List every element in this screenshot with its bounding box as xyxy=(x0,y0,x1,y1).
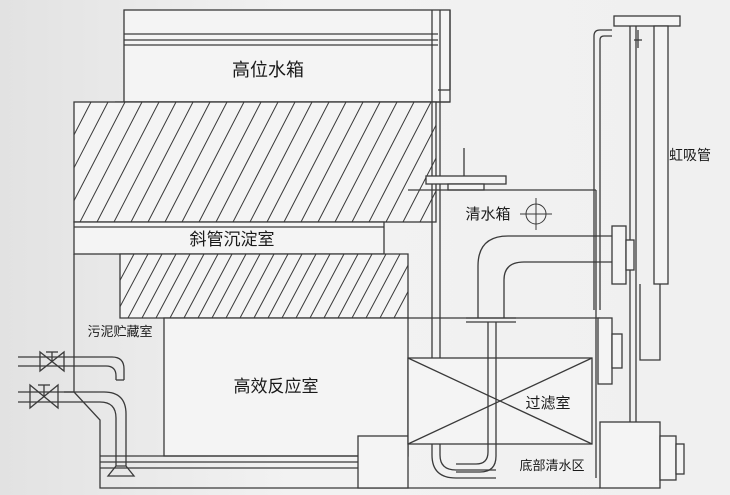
inclined-tube-line xyxy=(96,101,160,223)
inclined-tube-line xyxy=(351,101,415,223)
label-filter: 过滤室 xyxy=(525,394,570,412)
inclined-tube-line xyxy=(419,190,437,223)
siphon-pipe xyxy=(593,15,681,470)
inclined-tube-line xyxy=(197,253,233,319)
inclined-tube-line xyxy=(155,253,191,319)
inclined-tube-line xyxy=(211,253,247,319)
inclined-tube-line xyxy=(127,253,163,319)
inclined-tube-line xyxy=(239,253,275,319)
label-inclined-tube: 斜管沉淀室 xyxy=(190,230,275,250)
inclined-tube-line xyxy=(281,253,317,319)
inclined-tube-line xyxy=(130,101,194,223)
inclined-tube-line xyxy=(73,101,92,136)
clear-water-tank xyxy=(408,148,597,478)
inclined-tube-line xyxy=(249,101,313,223)
sludge-pipes xyxy=(18,356,136,477)
inclined-tube-line xyxy=(164,101,228,223)
label-clear-tank: 清水箱 xyxy=(465,205,510,223)
inclined-tube-line xyxy=(113,101,177,223)
high-level-tank xyxy=(115,9,451,103)
filter-chamber xyxy=(407,317,600,445)
lower-inclined-tubes xyxy=(119,253,409,319)
flange-middle xyxy=(597,317,623,385)
inclined-tube-line xyxy=(79,101,143,223)
label-reaction: 高效反应室 xyxy=(234,377,319,397)
label-high-tank: 高位水箱 xyxy=(232,60,304,81)
label-bottom-water: 底部清水区 xyxy=(519,458,584,474)
inclined-tube-line xyxy=(334,101,398,223)
inclined-tube-line xyxy=(266,101,330,223)
inclined-tube-line xyxy=(267,253,303,319)
inclined-tube-line xyxy=(73,101,109,169)
elbow-pipe xyxy=(466,235,612,323)
inclined-tube-line xyxy=(385,124,437,223)
inclined-tube-line xyxy=(119,253,135,281)
bottom-outlet xyxy=(599,421,685,489)
inclined-tube-line xyxy=(283,101,347,223)
upper-inclined-tubes xyxy=(73,101,437,223)
reaction-chamber xyxy=(100,317,409,489)
inclined-tube-line xyxy=(379,265,409,319)
inclined-tube-line xyxy=(198,101,262,223)
inclined-tube-line xyxy=(337,253,373,319)
inclined-tube-line xyxy=(181,101,245,223)
inclined-tube-line xyxy=(215,101,279,223)
inclined-tube-line xyxy=(73,101,126,201)
inclined-tube-line xyxy=(183,253,219,319)
crosshair-icon xyxy=(520,198,552,230)
inclined-tube-line xyxy=(309,253,345,319)
inclined-tube-line xyxy=(295,253,331,319)
u-pipe xyxy=(456,322,497,473)
valve-icon[interactable] xyxy=(29,383,59,410)
flange-upper xyxy=(611,225,635,285)
inclined-tube-line xyxy=(119,253,149,307)
inclined-tube-line xyxy=(365,253,401,319)
inclined-tube-line xyxy=(300,101,364,223)
label-siphon: 虹吸管 xyxy=(669,148,711,164)
inclined-tube-line xyxy=(169,253,205,319)
inclined-tube-line xyxy=(232,101,296,223)
inclined-tube-line xyxy=(147,101,211,223)
inclined-tube-line xyxy=(368,101,432,223)
inclined-tube-line xyxy=(393,291,409,319)
inclined-tube-line xyxy=(323,253,359,319)
inclined-tube-line xyxy=(253,253,289,319)
label-sludge: 污泥贮藏室 xyxy=(87,324,152,340)
inclined-tube-line xyxy=(141,253,177,319)
inclined-tube-line xyxy=(351,253,387,319)
inclined-tube-line xyxy=(225,253,261,319)
inclined-tube-line xyxy=(317,101,381,223)
valve-icon[interactable] xyxy=(39,350,65,373)
